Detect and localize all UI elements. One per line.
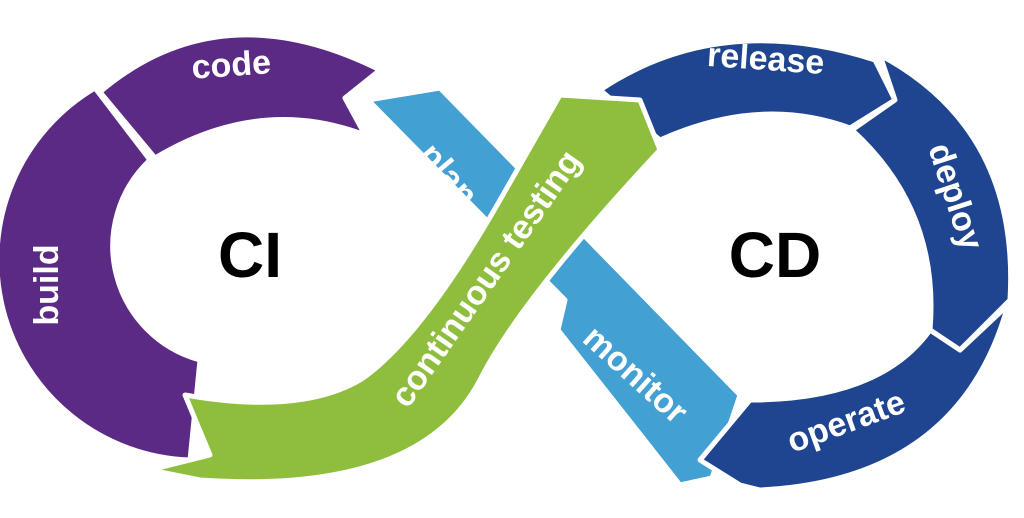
- release-segment: [597, 38, 898, 143]
- plan-monitor-band: [365, 85, 743, 488]
- operate-segment: [697, 302, 1011, 493]
- code-segment: [97, 32, 383, 161]
- ci-label: CI: [218, 219, 282, 291]
- build-segment: [0, 85, 203, 463]
- build-label: build: [28, 244, 66, 325]
- code-label: code: [190, 43, 272, 86]
- cd-label: CD: [729, 219, 821, 291]
- continuous-testing-band: [147, 92, 663, 485]
- release-label: release: [706, 36, 826, 82]
